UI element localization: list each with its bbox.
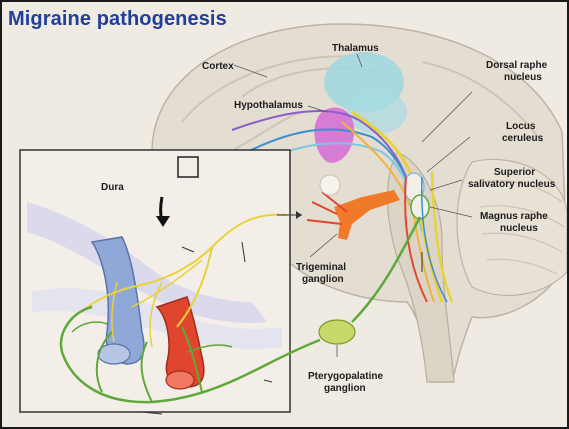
label-hypothalamus: Hypothalamus: [234, 100, 303, 111]
pterygopalatine-ganglion-structure: [319, 320, 355, 344]
label-dura: Dura: [101, 182, 124, 193]
label-thalamus: Thalamus: [332, 43, 379, 54]
label-cortex: Cortex: [202, 61, 234, 72]
